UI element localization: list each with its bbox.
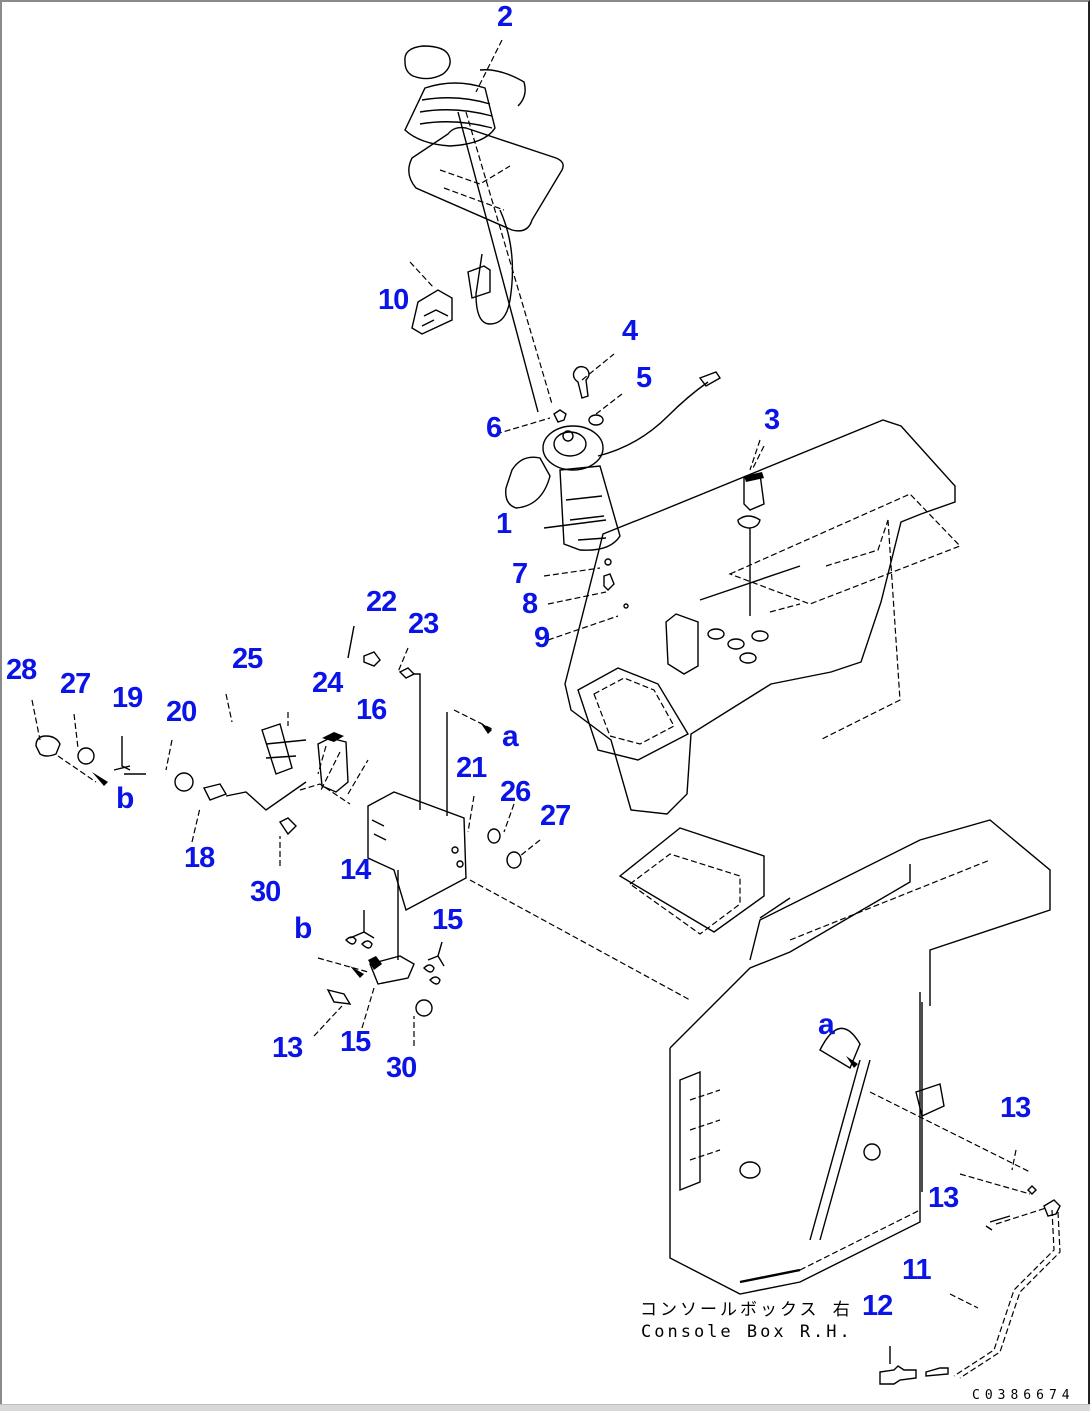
callout-15-right[interactable]: 15 (432, 904, 463, 936)
callout-13-right[interactable]: 13 (928, 1182, 959, 1214)
callout-22[interactable]: 28 (6, 654, 37, 686)
callout-23[interactable]: 21 (456, 752, 487, 784)
reference-mark-a-bracket: a (502, 720, 519, 753)
callout-12[interactable]: 12 (862, 1290, 893, 1322)
reference-mark-a-frame: a (818, 1008, 835, 1041)
callout-27[interactable]: 25 (232, 643, 263, 675)
drawing-number: C0386674 (972, 1388, 1075, 1403)
callout-26[interactable]: 24 (312, 667, 343, 699)
connector-drawing (409, 261, 491, 335)
callout-16[interactable]: 16 (356, 694, 387, 726)
reference-mark-b-lower: b (294, 912, 312, 945)
callout-leaders (31, 39, 765, 1046)
callout-11[interactable]: 11 (902, 1254, 932, 1286)
callout-24[interactable]: 22 (366, 586, 397, 618)
callout-4[interactable]: 4 (622, 315, 638, 347)
callout-30-upper[interactable]: 30 (250, 876, 281, 908)
console-cover-drawing (564, 419, 962, 815)
caption-english: Console Box R.H. (641, 1322, 853, 1342)
lever-unit-drawing (505, 371, 721, 551)
callout-5[interactable]: 5 (636, 362, 652, 394)
callout-21[interactable]: 27 (60, 668, 91, 700)
joystick-grip-drawing (404, 45, 564, 413)
callout-25[interactable]: 23 (408, 608, 439, 640)
callout-18[interactable]: 18 (184, 842, 215, 874)
switch-drawing (737, 439, 765, 616)
callout-19[interactable]: 19 (112, 682, 143, 714)
callout-13-lower-left[interactable]: 13 (272, 1032, 303, 1064)
callout-3[interactable]: 3 (764, 404, 780, 436)
callout-28[interactable]: 26 (500, 776, 531, 808)
callout-17[interactable]: 15 (340, 1026, 371, 1058)
bracket-assembly-drawing (35, 651, 691, 1017)
callout-29[interactable]: 27 (540, 800, 571, 832)
reference-mark-b-left: b (116, 782, 134, 815)
callout-1[interactable]: 1 (496, 508, 512, 540)
callout-14[interactable]: 13 (1000, 1092, 1031, 1124)
callout-8[interactable]: 7 (512, 558, 528, 590)
callout-2[interactable]: 2 (497, 1, 513, 33)
callout-15-left[interactable]: 14 (340, 854, 371, 886)
console-frame-drawing (618, 819, 1051, 1295)
harness-drawing (879, 1149, 1061, 1385)
callout-6[interactable]: 6 (486, 412, 502, 444)
callout-10[interactable]: 10 (378, 284, 409, 316)
callout-30-lower[interactable]: 30 (386, 1052, 417, 1084)
bottom-border (0, 1404, 1090, 1411)
callout-20[interactable]: 20 (166, 696, 197, 728)
callout-7[interactable]: 8 (522, 588, 538, 620)
fasteners-upper-drawing (495, 353, 629, 641)
caption-japanese: コンソールボックス 右 (640, 1300, 853, 1320)
callout-9[interactable]: 9 (534, 622, 550, 654)
